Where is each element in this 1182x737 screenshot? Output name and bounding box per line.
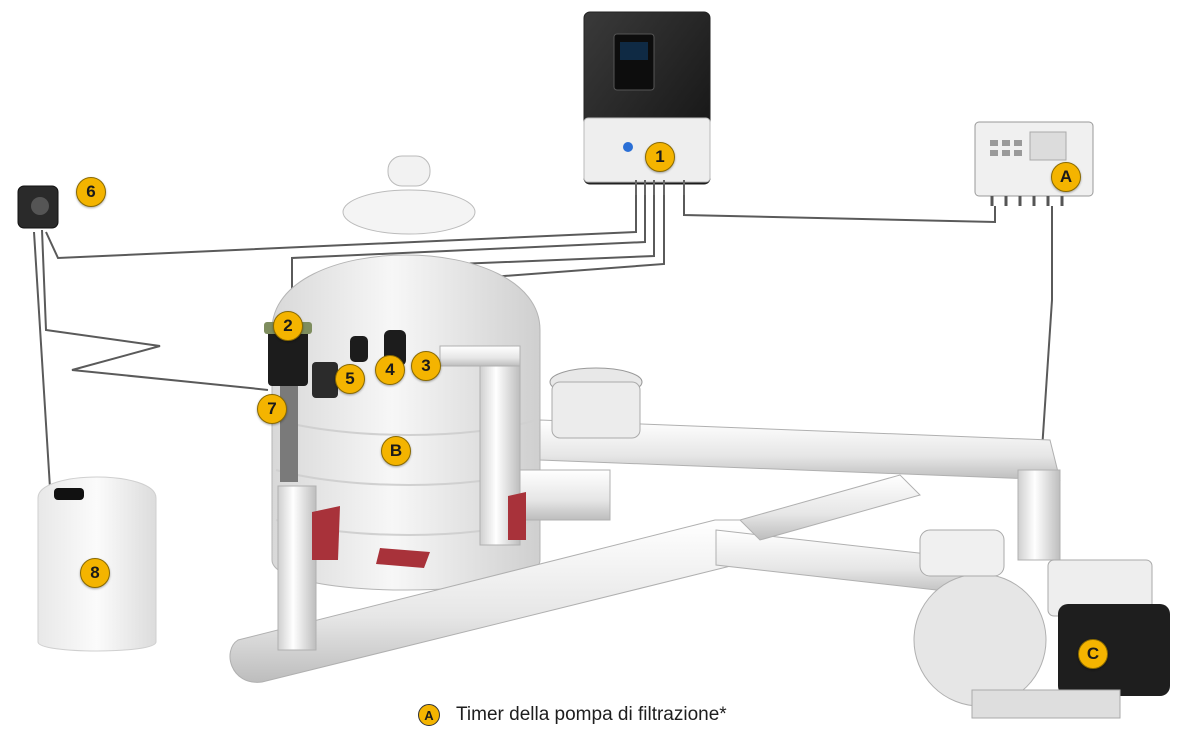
badge-5: 5 <box>335 364 365 394</box>
multiport-valve <box>550 368 642 438</box>
legend: A Timer della pompa di filtrazione* <box>418 700 978 737</box>
legend-text: Timer della pompa di filtrazione* <box>456 704 727 726</box>
badge-A: A <box>1051 162 1081 192</box>
controller-led-icon <box>623 142 633 152</box>
badge-B: B <box>381 436 411 466</box>
badge-3: 3 <box>411 351 441 381</box>
badge-6: 6 <box>76 177 106 207</box>
badge-4: 4 <box>375 355 405 385</box>
badge-1: 1 <box>645 142 675 172</box>
badge-C: C <box>1078 639 1108 669</box>
badge-7: 7 <box>257 394 287 424</box>
legend-badge: A <box>418 704 440 726</box>
dosing-pump <box>18 186 58 228</box>
legend-item: A Timer della pompa di filtrazione* <box>418 700 978 730</box>
filtration-pump-timer <box>975 122 1093 206</box>
badge-8: 8 <box>80 558 110 588</box>
badge-2: 2 <box>273 311 303 341</box>
controller-unit <box>584 12 710 195</box>
